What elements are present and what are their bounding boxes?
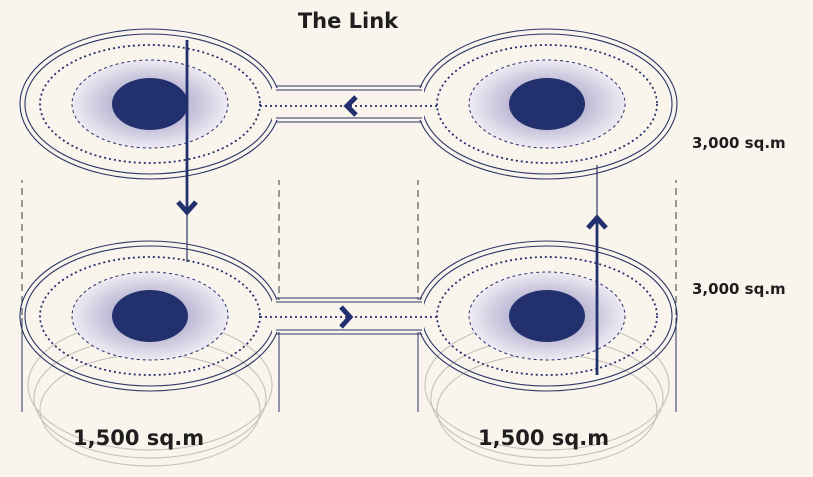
arrow-up-icon	[586, 214, 608, 230]
level-lower	[19, 240, 678, 392]
core-lower-right	[509, 290, 585, 342]
arrow-down-icon	[176, 200, 198, 216]
circulation	[176, 40, 608, 375]
core-upper-left	[112, 78, 188, 130]
area-label-right: 1,500 sq.m	[478, 426, 610, 450]
arrow-right-icon	[339, 305, 354, 329]
core-upper-right	[509, 78, 585, 130]
bridge-lower	[276, 297, 422, 335]
core-lower-left	[112, 290, 188, 342]
arrow-left-icon	[343, 95, 358, 117]
area-label-left: 1,500 sq.m	[73, 426, 205, 450]
level-label-lower: 3,000 sq.m	[692, 280, 786, 298]
level-upper	[15, 28, 683, 180]
diagram-title: The Link	[297, 9, 399, 33]
bridge-upper	[276, 85, 422, 123]
level-label-upper: 3,000 sq.m	[692, 134, 786, 152]
